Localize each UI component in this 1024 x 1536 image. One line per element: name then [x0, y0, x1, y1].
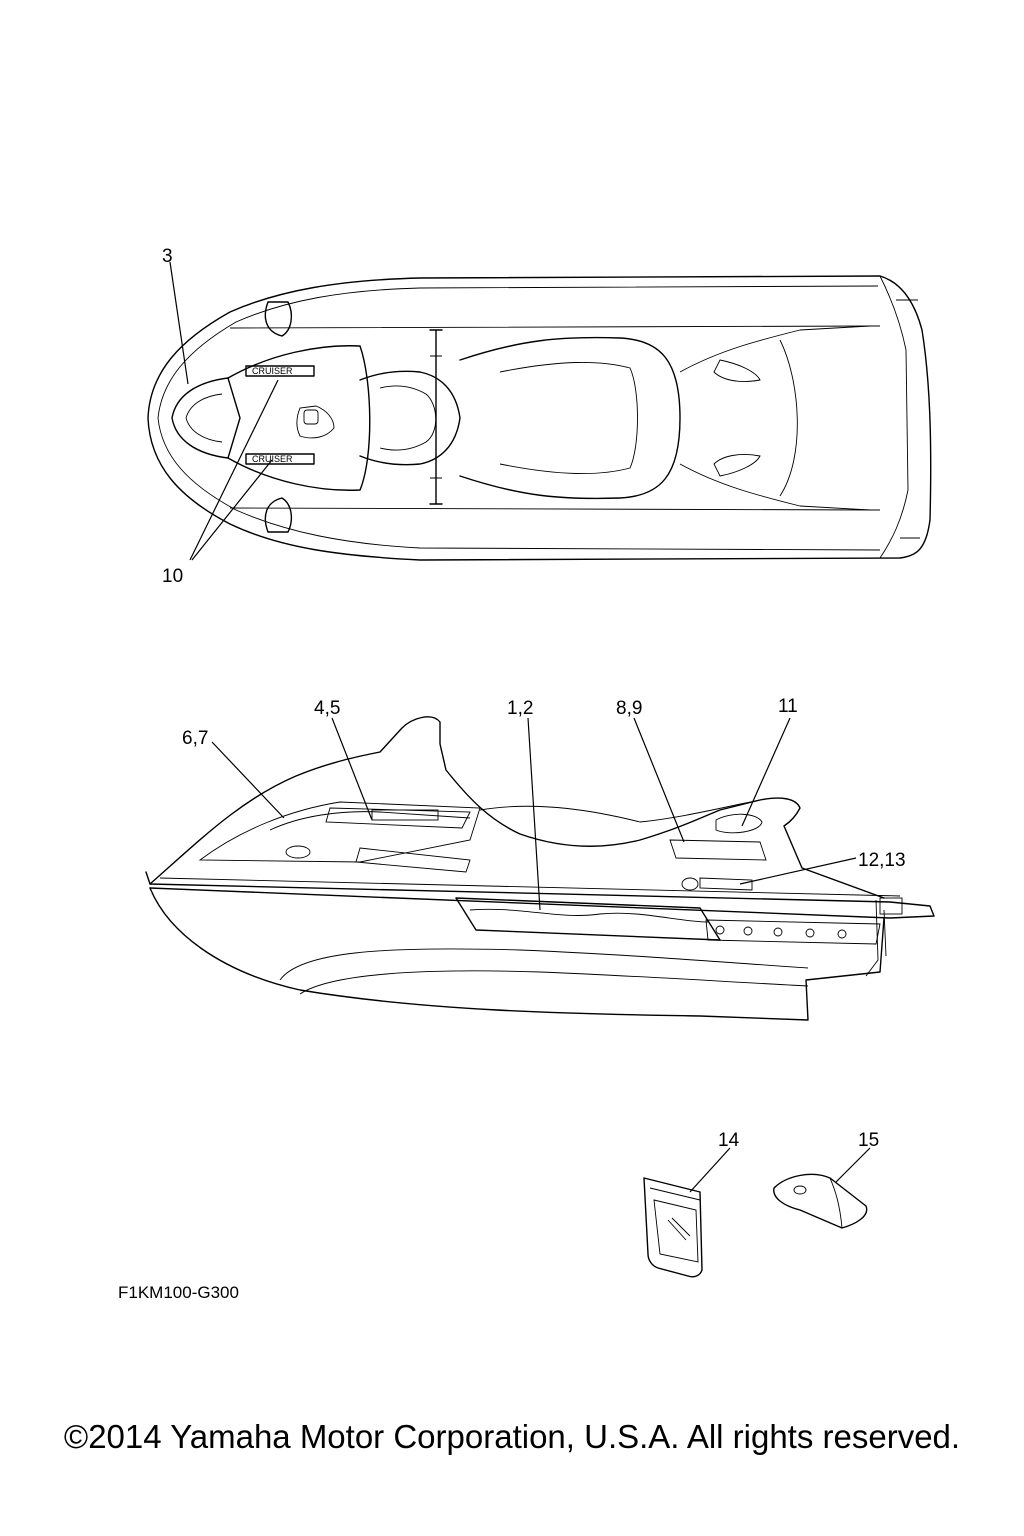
callout-6-7: 6,7 [182, 728, 208, 749]
callout-11: 11 [778, 696, 798, 717]
callout-12-13: 12,13 [858, 850, 906, 871]
callout-10: 10 [162, 566, 183, 587]
callout-3: 3 [162, 246, 173, 267]
svg-text:CRUISER: CRUISER [252, 366, 293, 376]
callout-15: 15 [858, 1130, 879, 1151]
cover-part [773, 1173, 868, 1229]
callout-1-2: 1,2 [507, 698, 533, 719]
copyright-notice: ©2014 Yamaha Motor Corporation, U.S.A. A… [63, 1418, 961, 1455]
document-pouch-part [643, 1177, 703, 1278]
figure-code: F1KM100-G300 [118, 1283, 239, 1302]
svg-text:CRUISER: CRUISER [252, 454, 293, 464]
callout-14: 14 [718, 1130, 740, 1151]
callout-4-5: 4,5 [314, 698, 340, 719]
callout-8-9: 8,9 [616, 698, 642, 719]
top-view-watercraft: CRUISER CRUISER [147, 275, 932, 561]
side-view-watercraft [145, 716, 935, 1021]
